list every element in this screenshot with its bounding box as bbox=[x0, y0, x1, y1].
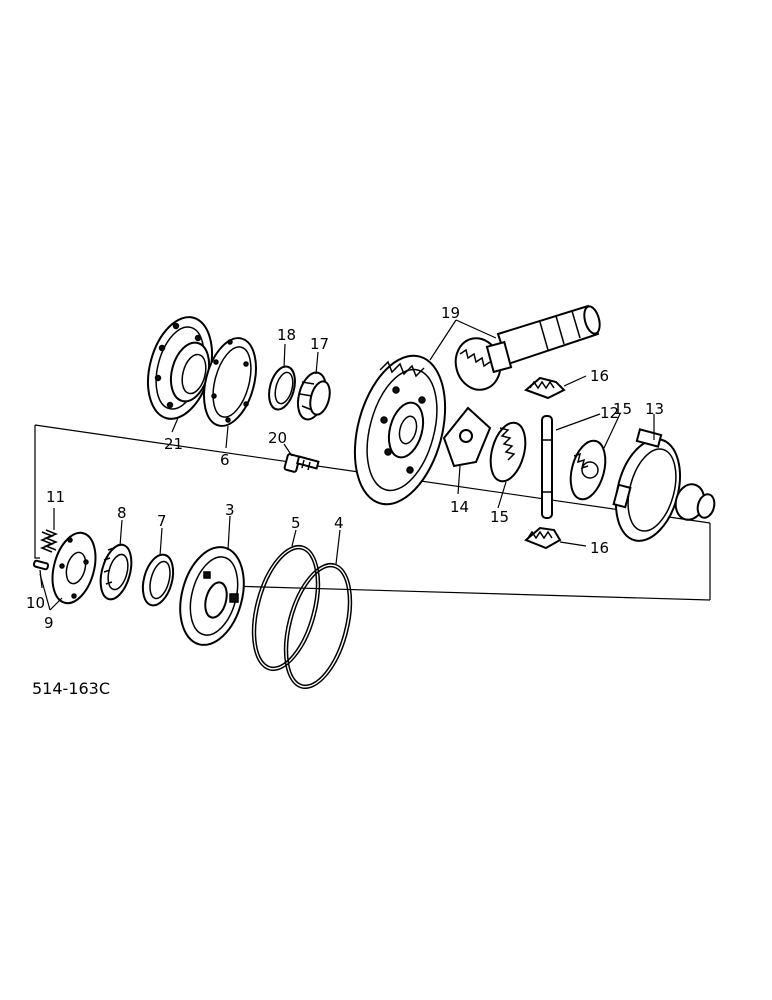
leader-lines bbox=[39, 319, 655, 611]
callout-part-16-bottom: 16 bbox=[590, 539, 609, 557]
callout-part-12: 12 bbox=[600, 404, 619, 422]
callout-part-16-top: 16 bbox=[590, 367, 609, 385]
callout-part-20: 20 bbox=[268, 429, 287, 447]
part-11-spring[interactable] bbox=[39, 529, 59, 553]
callouts: 21 6 18 17 20 19 16 12 15 13 14 15 16 11… bbox=[26, 304, 664, 632]
part-16-side-gear-bottom[interactable] bbox=[524, 526, 562, 550]
callout-part-15-left: 15 bbox=[490, 508, 509, 526]
part-15-pinion-gear-left[interactable] bbox=[485, 419, 531, 485]
part-4-o-ring[interactable] bbox=[272, 556, 363, 695]
callout-part-5: 5 bbox=[291, 514, 301, 532]
part-15-pinion-gear-right[interactable] bbox=[565, 437, 611, 503]
part-18-bearing-cup[interactable] bbox=[265, 364, 300, 413]
part-8-roller-bearing[interactable] bbox=[95, 541, 137, 602]
part-21-bearing-cap[interactable] bbox=[138, 310, 223, 426]
callout-part-14: 14 bbox=[450, 498, 469, 516]
part-7-bearing-cup[interactable] bbox=[138, 551, 179, 608]
part-6-gasket[interactable] bbox=[195, 332, 265, 431]
callout-part-13: 13 bbox=[645, 400, 664, 418]
callout-part-3: 3 bbox=[225, 501, 235, 519]
callout-part-8: 8 bbox=[117, 504, 127, 522]
callout-part-4: 4 bbox=[334, 514, 344, 532]
part-9-retainer-plate[interactable] bbox=[45, 528, 102, 608]
callout-part-18: 18 bbox=[277, 326, 296, 344]
callout-part-9: 9 bbox=[44, 614, 54, 632]
part-10-pin[interactable] bbox=[32, 559, 50, 571]
callout-part-21: 21 bbox=[164, 435, 183, 453]
part-20-bolt[interactable] bbox=[283, 453, 320, 473]
part-14-thrust-washer[interactable] bbox=[442, 406, 492, 468]
part-17-bearing-cone[interactable] bbox=[293, 369, 333, 422]
part-3-bearing-carrier[interactable] bbox=[170, 540, 254, 652]
callout-part-15-right: 15 bbox=[613, 400, 632, 418]
callout-part-17: 17 bbox=[310, 335, 329, 353]
callout-part-6: 6 bbox=[220, 451, 230, 469]
part-12-cross-shaft[interactable] bbox=[541, 415, 553, 519]
part-13-differential-case[interactable] bbox=[606, 428, 717, 548]
part-16-side-gear-top[interactable] bbox=[524, 376, 566, 400]
part-19-ring-gear-and-pinion[interactable] bbox=[340, 304, 603, 515]
callout-part-11: 11 bbox=[46, 488, 65, 506]
callout-part-19: 19 bbox=[441, 304, 460, 322]
drawing-number: 514-163C bbox=[32, 679, 110, 698]
callout-part-10: 10 bbox=[26, 594, 45, 612]
callout-part-7: 7 bbox=[157, 512, 167, 530]
part-5-o-ring[interactable] bbox=[240, 538, 331, 677]
